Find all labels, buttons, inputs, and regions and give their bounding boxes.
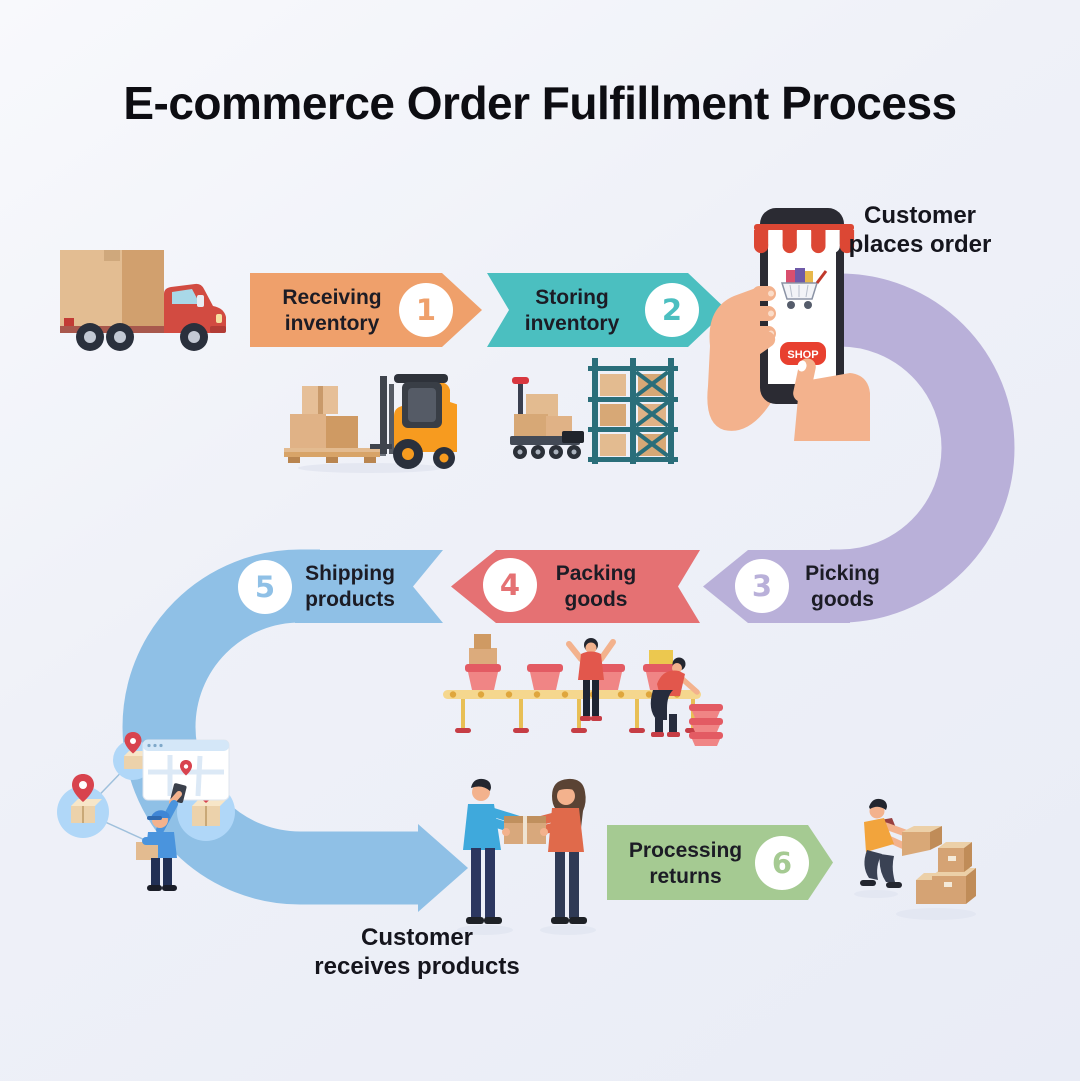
red-baskets	[465, 664, 679, 690]
customer-places-order-label: Customer places order	[848, 202, 992, 258]
step-number-badge-1: 1	[399, 283, 453, 337]
box-stack	[916, 842, 976, 904]
conveyor-legs	[455, 699, 701, 733]
storefront-awning-icon	[754, 224, 855, 254]
step-number-badge-6: 6	[755, 836, 809, 890]
step-number-badge-3: 3	[735, 559, 789, 613]
step-number-badge-5: 5	[238, 560, 292, 614]
step-number-badge-4: 4	[483, 558, 537, 612]
customer-man	[463, 778, 529, 924]
courier-figure	[136, 783, 187, 891]
conveyor-belt-icon	[443, 634, 723, 746]
worker-bending	[650, 657, 700, 737]
returns-worker-icon	[854, 798, 976, 920]
page-title: E-commerce Order Fulfillment Process	[123, 77, 957, 129]
handoff-box	[502, 816, 548, 844]
forklift-icon	[284, 374, 457, 473]
customer-woman	[523, 778, 587, 924]
worker-figure	[860, 798, 912, 888]
courier-tracking-map-icon	[57, 732, 235, 891]
step-number-badge-2: 2	[645, 283, 699, 337]
worker-standing	[566, 638, 616, 721]
purple-connector-band	[826, 273, 1015, 623]
delivery-truck-icon	[60, 250, 226, 351]
basket-stack	[689, 704, 723, 746]
shop-button-label: SHOP	[787, 349, 818, 361]
held-box	[902, 826, 942, 856]
shop-button[interactable]	[780, 342, 826, 365]
map-window	[142, 739, 230, 801]
customer-receives-products-label: Customer receives products	[314, 924, 520, 980]
shopping-cart-icon	[780, 268, 828, 309]
hand-holding-phone-icon: SHOP	[707, 208, 870, 441]
customer-handoff-icon	[457, 778, 596, 935]
blue-band-arrowhead	[418, 824, 468, 912]
warehouse-rack-icon	[510, 358, 678, 464]
